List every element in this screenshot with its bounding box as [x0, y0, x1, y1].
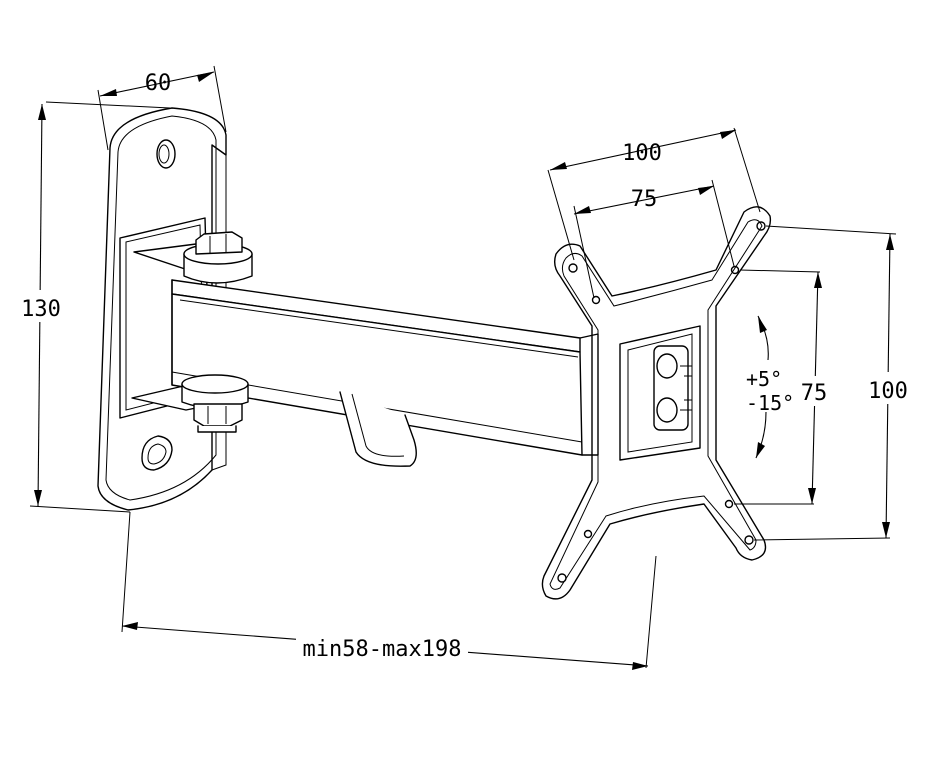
- extension-arm: [171, 279, 583, 467]
- dimension-60: 60: [97, 65, 227, 151]
- dimension-label-75-top: 75: [631, 187, 658, 212]
- tilt-down-label: -15°: [746, 391, 794, 415]
- vesa-hole-inner-br: [724, 499, 734, 509]
- dimension-75-horizontal: 75: [573, 179, 735, 299]
- vesa-hole-inner-bl: [583, 529, 593, 539]
- pivot-bolt-top: [183, 231, 253, 284]
- vesa-hole-outer-tl: [568, 263, 578, 273]
- dimension-label-130: 130: [21, 297, 61, 322]
- pivot-bolt-bottom: [181, 374, 249, 433]
- dimension-label-75-right: 75: [801, 381, 828, 406]
- dimension-100-vertical: 100: [753, 225, 910, 541]
- top-mounting-hole: [156, 139, 176, 169]
- dimension-75-vertical: 75: [734, 269, 832, 505]
- dimension-100-horizontal: 100: [547, 127, 761, 261]
- vesa-hole-outer-br: [744, 535, 754, 545]
- tilt-up-label: +5°: [746, 367, 782, 391]
- vesa-plate: [541, 206, 772, 600]
- vesa-hole-outer-bl: [557, 573, 567, 583]
- dimension-label-100-right: 100: [868, 379, 908, 404]
- vesa-hole-outer-tr: [756, 221, 766, 231]
- tilt-knob-top: [656, 353, 678, 379]
- dimension-label-60: 60: [145, 71, 172, 96]
- vesa-hole-inner-tl: [591, 295, 601, 305]
- dimension-label-100-top: 100: [622, 141, 662, 166]
- arm-under-hook: [339, 391, 417, 467]
- tilt-indicator: +5° -15°: [746, 315, 794, 459]
- dimension-130: 130: [18, 101, 171, 513]
- tilt-knob-bottom: [656, 397, 678, 423]
- dimension-extension: min58-max198: [121, 511, 657, 670]
- dimension-label-extension: min58-max198: [303, 637, 462, 662]
- bottom-slot-hole: [141, 435, 173, 471]
- vesa-hole-inner-tr: [730, 265, 740, 275]
